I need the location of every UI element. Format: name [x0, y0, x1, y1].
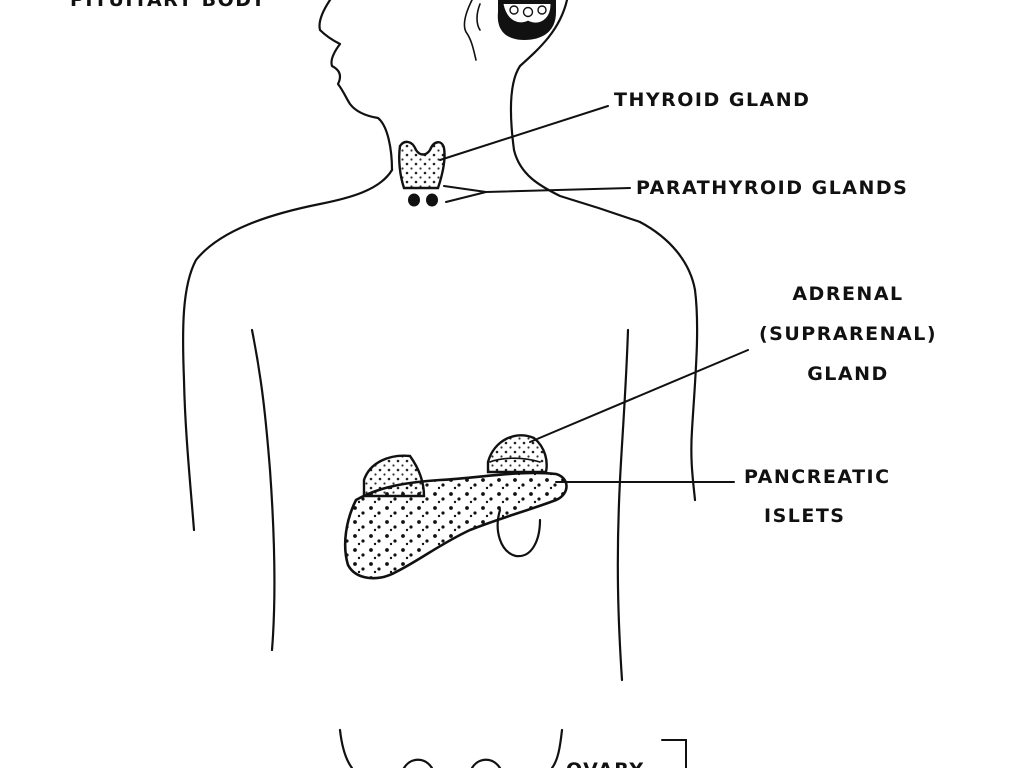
- neck-back-outline: [509, 0, 642, 224]
- parathyroid-icon: [408, 193, 438, 207]
- ovary-label: OVARY: [566, 759, 645, 768]
- ear-outline: [463, 0, 481, 61]
- left-arm-inner-line: [250, 328, 276, 652]
- pancreatic-label-line1: PANCREATIC: [744, 466, 891, 488]
- ovary-right-icon: [470, 758, 502, 768]
- adrenal-leader-line: [529, 349, 749, 443]
- pancreatic-label-line2: ISLETS: [764, 505, 845, 527]
- kidney-icon: [496, 508, 542, 558]
- torso-left-outline: [181, 168, 394, 532]
- pelvis-right-outline: [550, 728, 564, 768]
- thyroid-leader-line: [439, 105, 609, 161]
- adrenal-right-icon: [486, 434, 548, 474]
- torso-right-outline: [638, 220, 699, 502]
- adrenal-label-line3: GLAND: [807, 363, 889, 385]
- pancreas-icon: [343, 471, 568, 580]
- adrenal-label-line1: ADRENAL: [792, 283, 903, 305]
- ovary-left-icon: [402, 758, 434, 768]
- right-arm-inner-line: [616, 328, 630, 682]
- pituitary-icon: [497, 0, 556, 40]
- adrenal-label-line2: (SUPRARENAL): [759, 323, 937, 345]
- parathyroid-leader-line: [443, 185, 631, 203]
- head-outline: [318, 0, 394, 172]
- thyroid-label: THYROID GLAND: [614, 89, 810, 111]
- pituitary-label: PITUITARY BODY: [70, 0, 266, 11]
- parathyroid-label: PARATHYROID GLANDS: [636, 177, 908, 199]
- pelvis-left-outline: [338, 728, 354, 768]
- thyroid-icon: [398, 140, 446, 190]
- ovary-bracket: [661, 739, 687, 768]
